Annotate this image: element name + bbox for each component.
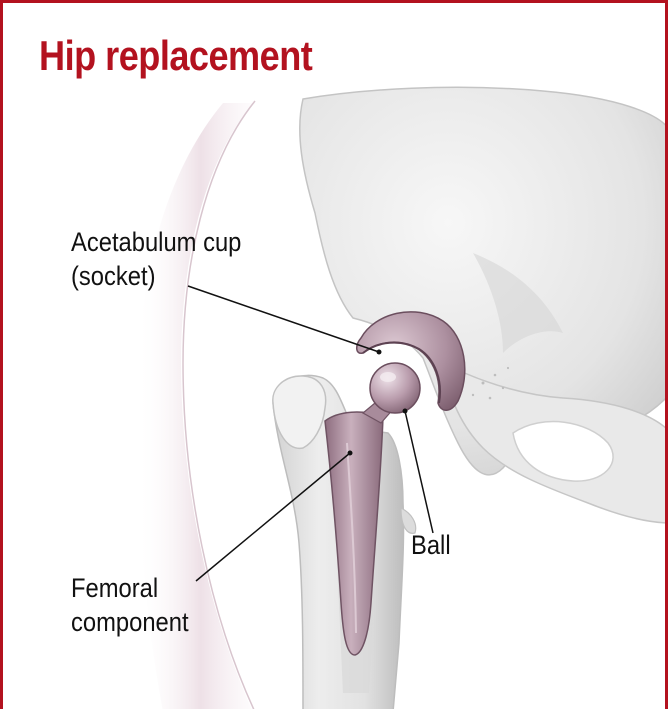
implant-ball xyxy=(370,363,420,413)
ball-highlight xyxy=(380,372,396,382)
figure-title: Hip replacement xyxy=(39,33,312,79)
leader-dot-ball xyxy=(403,409,408,414)
label-femoral-component-line2: component xyxy=(71,605,189,639)
label-ball-text: Ball xyxy=(411,528,451,562)
label-ball: Ball xyxy=(411,528,451,562)
label-acetabulum-cup-line2: (socket) xyxy=(71,259,241,293)
leader-dot-acetabulum xyxy=(377,350,382,355)
label-acetabulum-cup: Acetabulum cup (socket) xyxy=(71,225,241,293)
label-femoral-component: Femoral component xyxy=(71,571,189,639)
label-femoral-component-line1: Femoral xyxy=(71,571,189,605)
leader-dot-femoral xyxy=(348,451,353,456)
label-acetabulum-cup-line1: Acetabulum cup xyxy=(71,225,241,259)
